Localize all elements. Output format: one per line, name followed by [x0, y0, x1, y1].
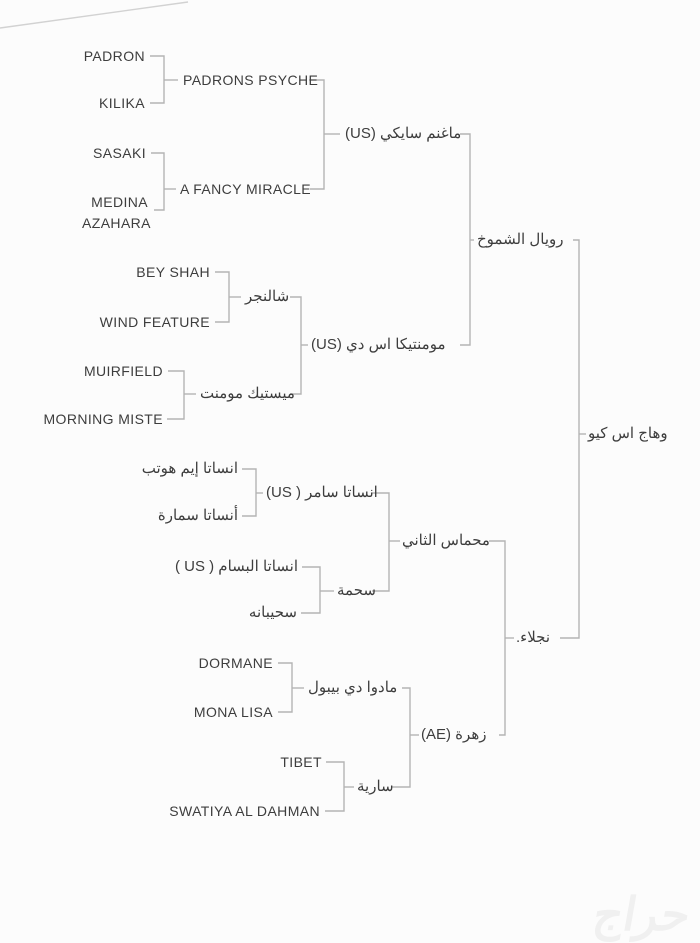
node-wahaj-s-q: وهاج اس كيو [588, 425, 668, 442]
corner-artifact-line [0, 1, 189, 29]
node-ansata-al-bassam: انساتا البسام ( US ) [174, 558, 298, 575]
node-madwa-de-bebol: مادوا دي بيبول [308, 679, 398, 696]
node-sariyah: سارية [357, 778, 394, 795]
node-sasaki: SASAKI [93, 145, 146, 161]
node-mona-lisa: MONA LISA [193, 704, 273, 720]
node-sahmah: سحمة [337, 582, 376, 599]
node-morning-miste: MORNING MISTE [43, 411, 163, 427]
node-challenger: شالنجر [245, 288, 290, 305]
node-suhaybanah: سحيبانه [248, 604, 297, 621]
node-tibet: TIBET [280, 754, 322, 770]
node-ansata-samer: انساتا سامر ( US) [266, 484, 378, 501]
node-ansata-iemhotep: انساتا إيم هوتب [141, 460, 238, 477]
node-muirfield: MUIRFIELD [83, 363, 163, 379]
node-zahra: زهرة (AE) [421, 726, 487, 743]
haraj-watermark: حراج [589, 888, 695, 940]
node-mystic-moment: ميستيك مومنت [200, 385, 295, 402]
node-magnum-psyche: ماغنم سايكي (US) [345, 125, 462, 142]
node-kilika: KILIKA [99, 95, 145, 111]
node-padrons-psyche: PADRONS PSYCHE [183, 72, 319, 88]
node-royal-al-shumukh: رويال الشموخ [477, 231, 564, 248]
node-wind-feature: WIND FEATURE [99, 314, 210, 330]
node-medina-azahara: MEDINA AZAHARA [82, 194, 151, 231]
node-swatiya-al-dahman: SWATIYA AL DAHMAN [169, 803, 320, 819]
node-ansata-samara: أنساتا سمارة [157, 507, 238, 524]
node-bey-shah: BEY SHAH [136, 264, 210, 280]
node-padron: PADRON [83, 48, 145, 64]
node-dormane: DORMANE [198, 655, 273, 671]
node-a-fancy-miracle: A FANCY MIRACLE [180, 181, 312, 197]
node-momentica-sd: مومنتيكا اس دي (US) [311, 336, 446, 353]
node-mahmas-al-thani: محماس الثاني [402, 532, 490, 549]
node-najla: نجلاء. [516, 629, 551, 646]
